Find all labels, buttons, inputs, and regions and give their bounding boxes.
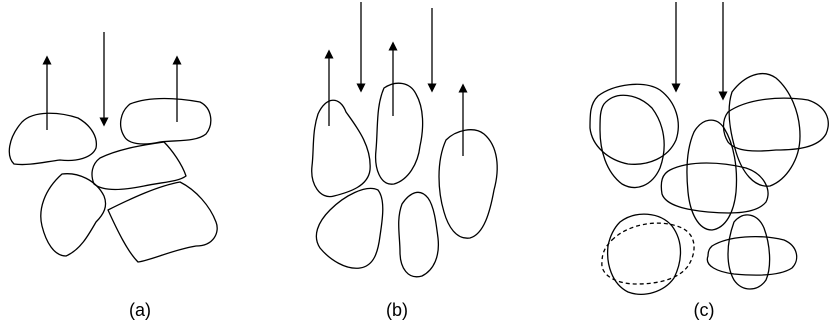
particle	[92, 142, 186, 190]
particle	[9, 113, 96, 164]
particle	[661, 163, 768, 213]
particle	[724, 98, 829, 151]
panel-a	[9, 32, 217, 262]
particle	[376, 83, 423, 184]
panel-c	[590, 2, 828, 294]
particle	[707, 237, 796, 275]
particle	[608, 214, 681, 294]
particle	[121, 99, 211, 145]
particle	[316, 188, 382, 268]
particle	[399, 192, 439, 276]
panel-b	[312, 2, 497, 277]
panel-b-label: (b)	[367, 300, 427, 321]
particle	[439, 130, 497, 238]
particle	[600, 95, 664, 187]
particle	[312, 100, 370, 196]
panel-c-label: (c)	[674, 300, 734, 321]
particle	[108, 182, 217, 262]
panel-a-label: (a)	[110, 300, 170, 321]
particle	[729, 74, 800, 187]
particle	[728, 215, 770, 289]
particle	[41, 174, 106, 256]
